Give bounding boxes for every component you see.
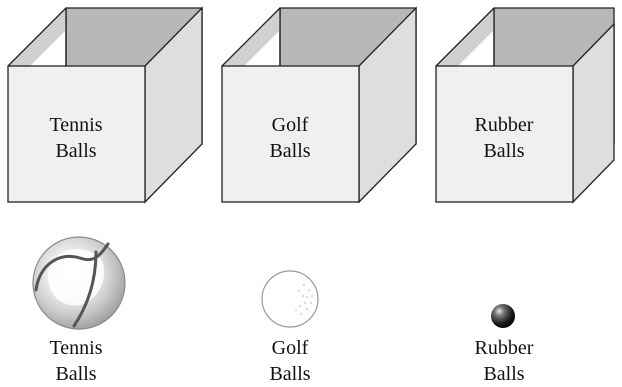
golf-ball — [261, 270, 319, 328]
ball-tennis-label: Tennis Balls — [21, 335, 131, 387]
box-golf-label-line2: Balls — [269, 140, 311, 162]
box-rubber-label: Rubber Balls — [449, 112, 559, 164]
ball-golf-label: Golf Balls — [235, 335, 345, 387]
box-tennis-front — [7, 65, 146, 203]
tennis-ball-seam — [34, 242, 110, 328]
box-tennis-label: Tennis Balls — [21, 112, 131, 164]
tennis-ball — [32, 236, 126, 330]
box-golf — [221, 6, 417, 204]
box-golf-front — [221, 65, 360, 203]
box-rubber — [435, 7, 615, 204]
ball-golf-label-line1: Golf — [271, 337, 309, 359]
ball-golf-label-line2: Balls — [269, 363, 311, 385]
ball-rubber-label-line2: Balls — [483, 363, 525, 385]
box-golf-label: Golf Balls — [235, 112, 345, 164]
ball-rubber-label-line1: Rubber — [474, 337, 534, 359]
box-tennis-label-line2: Balls — [55, 140, 97, 162]
box-rubber-label-line2: Balls — [483, 140, 525, 162]
box-tennis — [7, 6, 203, 204]
ball-tennis-label-line1: Tennis — [49, 337, 103, 359]
ball-tennis-label-line2: Balls — [55, 363, 97, 385]
box-tennis-label-line1: Tennis — [49, 114, 103, 136]
box-rubber-label-line1: Rubber — [474, 114, 534, 136]
box-rubber-front — [435, 65, 574, 203]
ball-rubber-label: Rubber Balls — [449, 335, 559, 387]
rubber-ball — [491, 304, 515, 328]
golf-ball-dimples — [295, 284, 313, 315]
box-golf-label-line1: Golf — [271, 114, 309, 136]
